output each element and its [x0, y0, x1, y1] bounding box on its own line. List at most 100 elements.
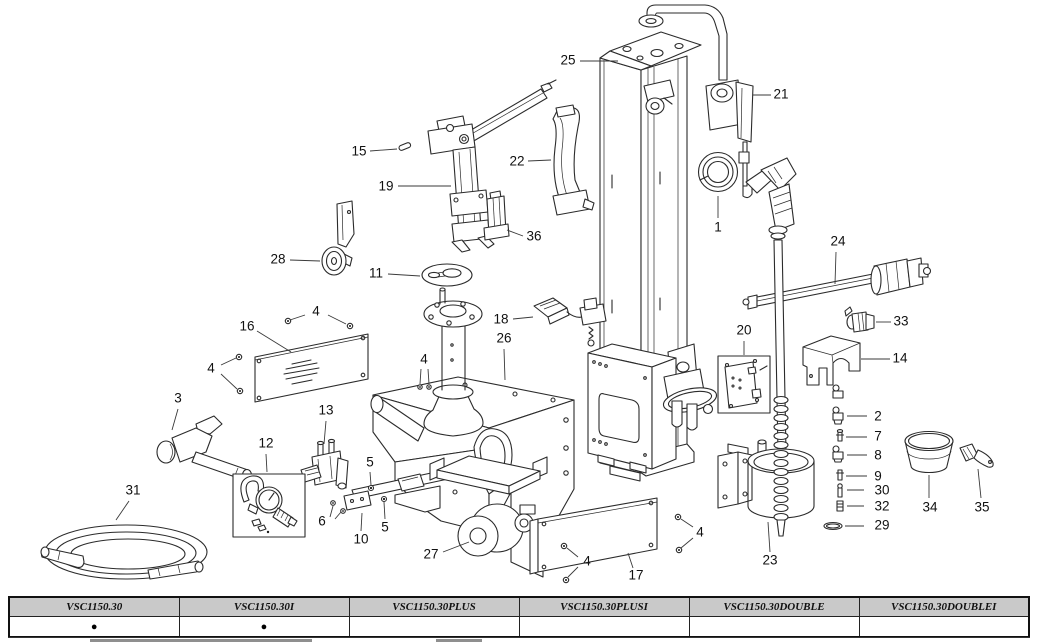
part-label-28: 28 — [270, 252, 285, 267]
part-14-drawing — [802, 335, 861, 386]
availability-cell: ● — [8, 616, 180, 638]
part-18-drawing — [533, 297, 607, 347]
part-23-drawing — [717, 157, 815, 537]
leader-line-4 — [419, 368, 422, 385]
model-column-header: VSC1150.30I — [178, 596, 350, 617]
part-label-6: 6 — [318, 514, 326, 529]
part-17-drawing — [529, 497, 658, 575]
availability-cell — [518, 616, 690, 638]
part-label-22: 22 — [509, 154, 524, 169]
leader-line-4 — [327, 314, 347, 325]
part-label-3: 3 — [174, 391, 182, 406]
screw-4-fasteners — [235, 317, 683, 584]
part-label-2: 2 — [874, 409, 882, 424]
leader-line-27 — [442, 541, 470, 553]
part-label-31: 31 — [125, 483, 140, 498]
leader-line-4 — [220, 373, 238, 390]
part-label-26: 26 — [496, 331, 511, 346]
leader-line-4 — [567, 566, 579, 578]
part-label-4: 4 — [696, 525, 704, 540]
part-label-12: 12 — [258, 436, 273, 451]
part-label-7: 7 — [874, 429, 882, 444]
model-availability-row: ●● — [8, 616, 1030, 638]
leader-line-4 — [289, 314, 306, 321]
leader-line-6 — [334, 511, 342, 520]
leader-line-4 — [680, 518, 694, 528]
part-label-30: 30 — [874, 483, 889, 498]
column-mount-frame-drawing — [587, 343, 677, 474]
part-label-13: 13 — [318, 403, 333, 418]
part-label-18: 18 — [493, 312, 508, 327]
filter-regulator-drawing — [662, 368, 718, 431]
leader-line-4 — [680, 537, 694, 549]
leader-line-24 — [834, 251, 837, 285]
leader-line-15 — [369, 148, 398, 152]
part-9-drawing — [835, 469, 845, 481]
leader-line-4 — [220, 357, 237, 366]
part-28-drawing — [321, 200, 355, 276]
leader-line-36 — [506, 229, 524, 237]
part-33-drawing — [844, 306, 875, 333]
leader-line-3 — [171, 408, 179, 431]
part-12-drawing — [232, 473, 306, 538]
screw-6-fasteners — [330, 500, 346, 514]
part-22-drawing — [552, 104, 595, 216]
part-11-drawing — [421, 263, 473, 287]
part-8-drawing — [832, 445, 844, 463]
leader-line-4 — [427, 368, 430, 385]
part-16-drawing — [254, 333, 369, 403]
leader-line-35 — [977, 468, 982, 499]
leader-line-11 — [387, 273, 421, 277]
leader-line-22 — [527, 159, 552, 162]
leader-line-26 — [503, 348, 506, 381]
part-label-15: 15 — [351, 144, 366, 159]
model-column-header: VSC1150.30DOUBLEI — [858, 596, 1030, 617]
part-label-24: 24 — [830, 234, 846, 249]
part-label-16: 16 — [239, 319, 254, 334]
leader-line-12 — [265, 453, 268, 473]
part-label-19: 19 — [378, 179, 393, 194]
part-23-spring — [773, 395, 789, 522]
part-13-drawing — [300, 438, 349, 490]
part-label-4: 4 — [207, 361, 215, 376]
part-label-5: 5 — [366, 455, 374, 470]
availability-cell: ● — [178, 616, 350, 638]
part-24-drawing — [742, 257, 932, 310]
partial-next-row — [8, 637, 1030, 642]
part-label-1: 1 — [714, 220, 722, 235]
part-21-drawing — [705, 79, 754, 199]
part-label-21: 21 — [773, 87, 788, 102]
part-35-drawing — [959, 443, 994, 468]
part-29-drawing — [823, 521, 843, 531]
part-10-drawing — [343, 490, 372, 511]
part-label-33: 33 — [893, 314, 908, 329]
model-column-header: VSC1150.30DOUBLE — [688, 596, 860, 617]
leader-line-6 — [329, 505, 334, 518]
model-column-header: VSC1150.30PLUSI — [518, 596, 690, 617]
part-7-drawing — [835, 429, 845, 442]
leader-line-4 — [566, 547, 579, 558]
part-27-drawing — [429, 428, 548, 557]
leader-line-17 — [627, 552, 634, 569]
availability-cell — [348, 616, 520, 638]
part-label-32: 32 — [874, 499, 889, 514]
availability-cell — [688, 616, 860, 638]
part-19-drawing — [427, 79, 557, 253]
model-column-header: VSC1150.30 — [8, 596, 180, 617]
part-label-4: 4 — [420, 352, 428, 367]
part-label-4: 4 — [312, 304, 320, 319]
part-label-27: 27 — [423, 547, 438, 562]
screw-5-fasteners — [367, 484, 388, 503]
part-20-drawing — [717, 355, 771, 414]
leader-line-10 — [360, 512, 363, 532]
part-label-8: 8 — [874, 448, 882, 463]
pedestal-drawing — [423, 287, 484, 437]
part-label-14: 14 — [892, 351, 908, 366]
leader-line-23 — [767, 521, 771, 553]
leader-line-18 — [512, 316, 534, 320]
availability-cell — [858, 616, 1030, 638]
